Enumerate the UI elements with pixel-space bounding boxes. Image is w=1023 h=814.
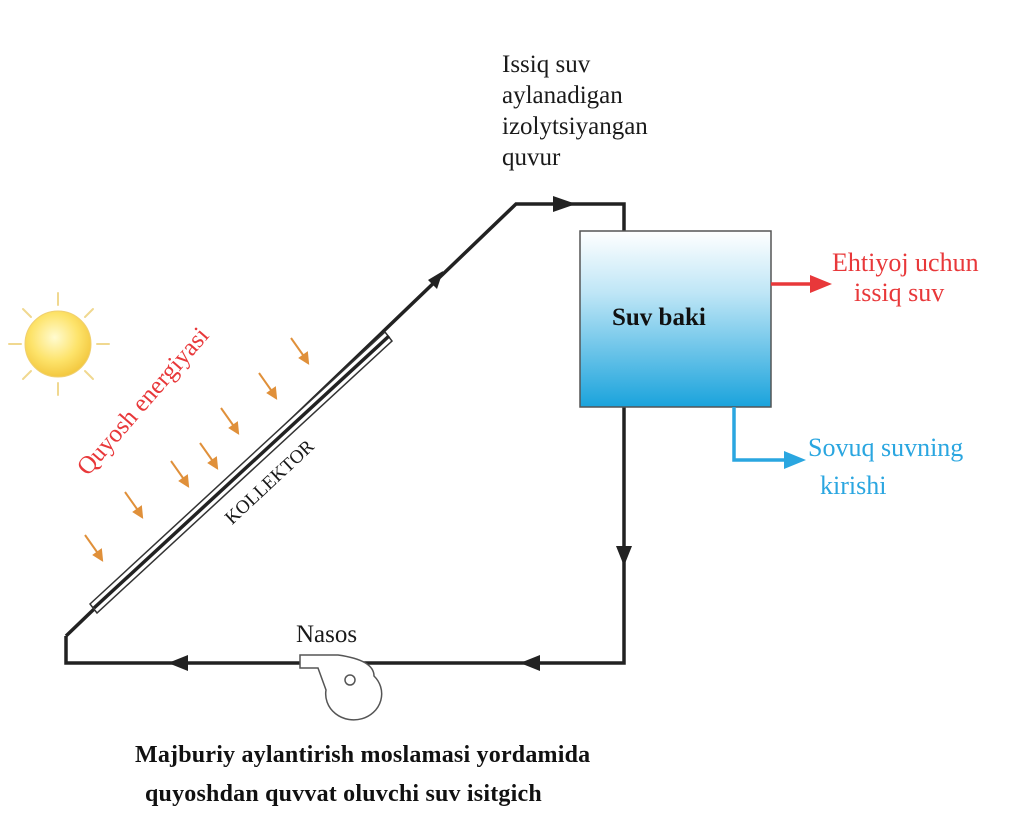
- energy-arrow-icon: [84, 337, 310, 562]
- hot-water-outlet: [771, 275, 832, 293]
- water-tank: [579, 230, 772, 408]
- cold-water-inlet: [732, 407, 806, 469]
- hot-pipe-label-line: Issiq suv: [502, 51, 591, 78]
- pump-label: Nasos: [296, 621, 358, 648]
- cold-in-label: Sovuq suvning kirishi: [808, 429, 963, 505]
- hot-out-label-line: issiq suv: [854, 278, 945, 307]
- caption-line: quyoshdan quvvat oluvchi suv isitgich: [145, 781, 542, 807]
- cold-in-label-line: Sovuq suvning: [808, 433, 964, 462]
- hot-pipe-label-line: aylanadigan: [502, 82, 623, 109]
- caption: Majburiy aylantirish moslamasi yordamida…: [135, 736, 590, 814]
- tank-label: Suv baki: [612, 304, 706, 331]
- pipe-loop: [64, 202, 626, 665]
- hot-out-label-line: Ehtiyoj uchun: [832, 248, 979, 277]
- hot-pipe-label-line: quvur: [502, 144, 561, 171]
- flow-arrow-icon: [168, 196, 632, 671]
- hot-pipe-label: Issiq suv aylanadigan izolytsiyangan quv…: [502, 49, 648, 173]
- cold-in-label-line: kirishi: [820, 471, 887, 500]
- hot-pipe-label-line: izolytsiyangan: [502, 113, 648, 140]
- collector-panel: [88, 330, 394, 615]
- hot-out-label: Ehtiyoj uchun issiq suv: [832, 248, 979, 308]
- caption-line: Majburiy aylantirish moslamasi yordamida: [135, 742, 591, 768]
- pump-icon: [299, 654, 383, 721]
- sun-icon: [8, 292, 110, 396]
